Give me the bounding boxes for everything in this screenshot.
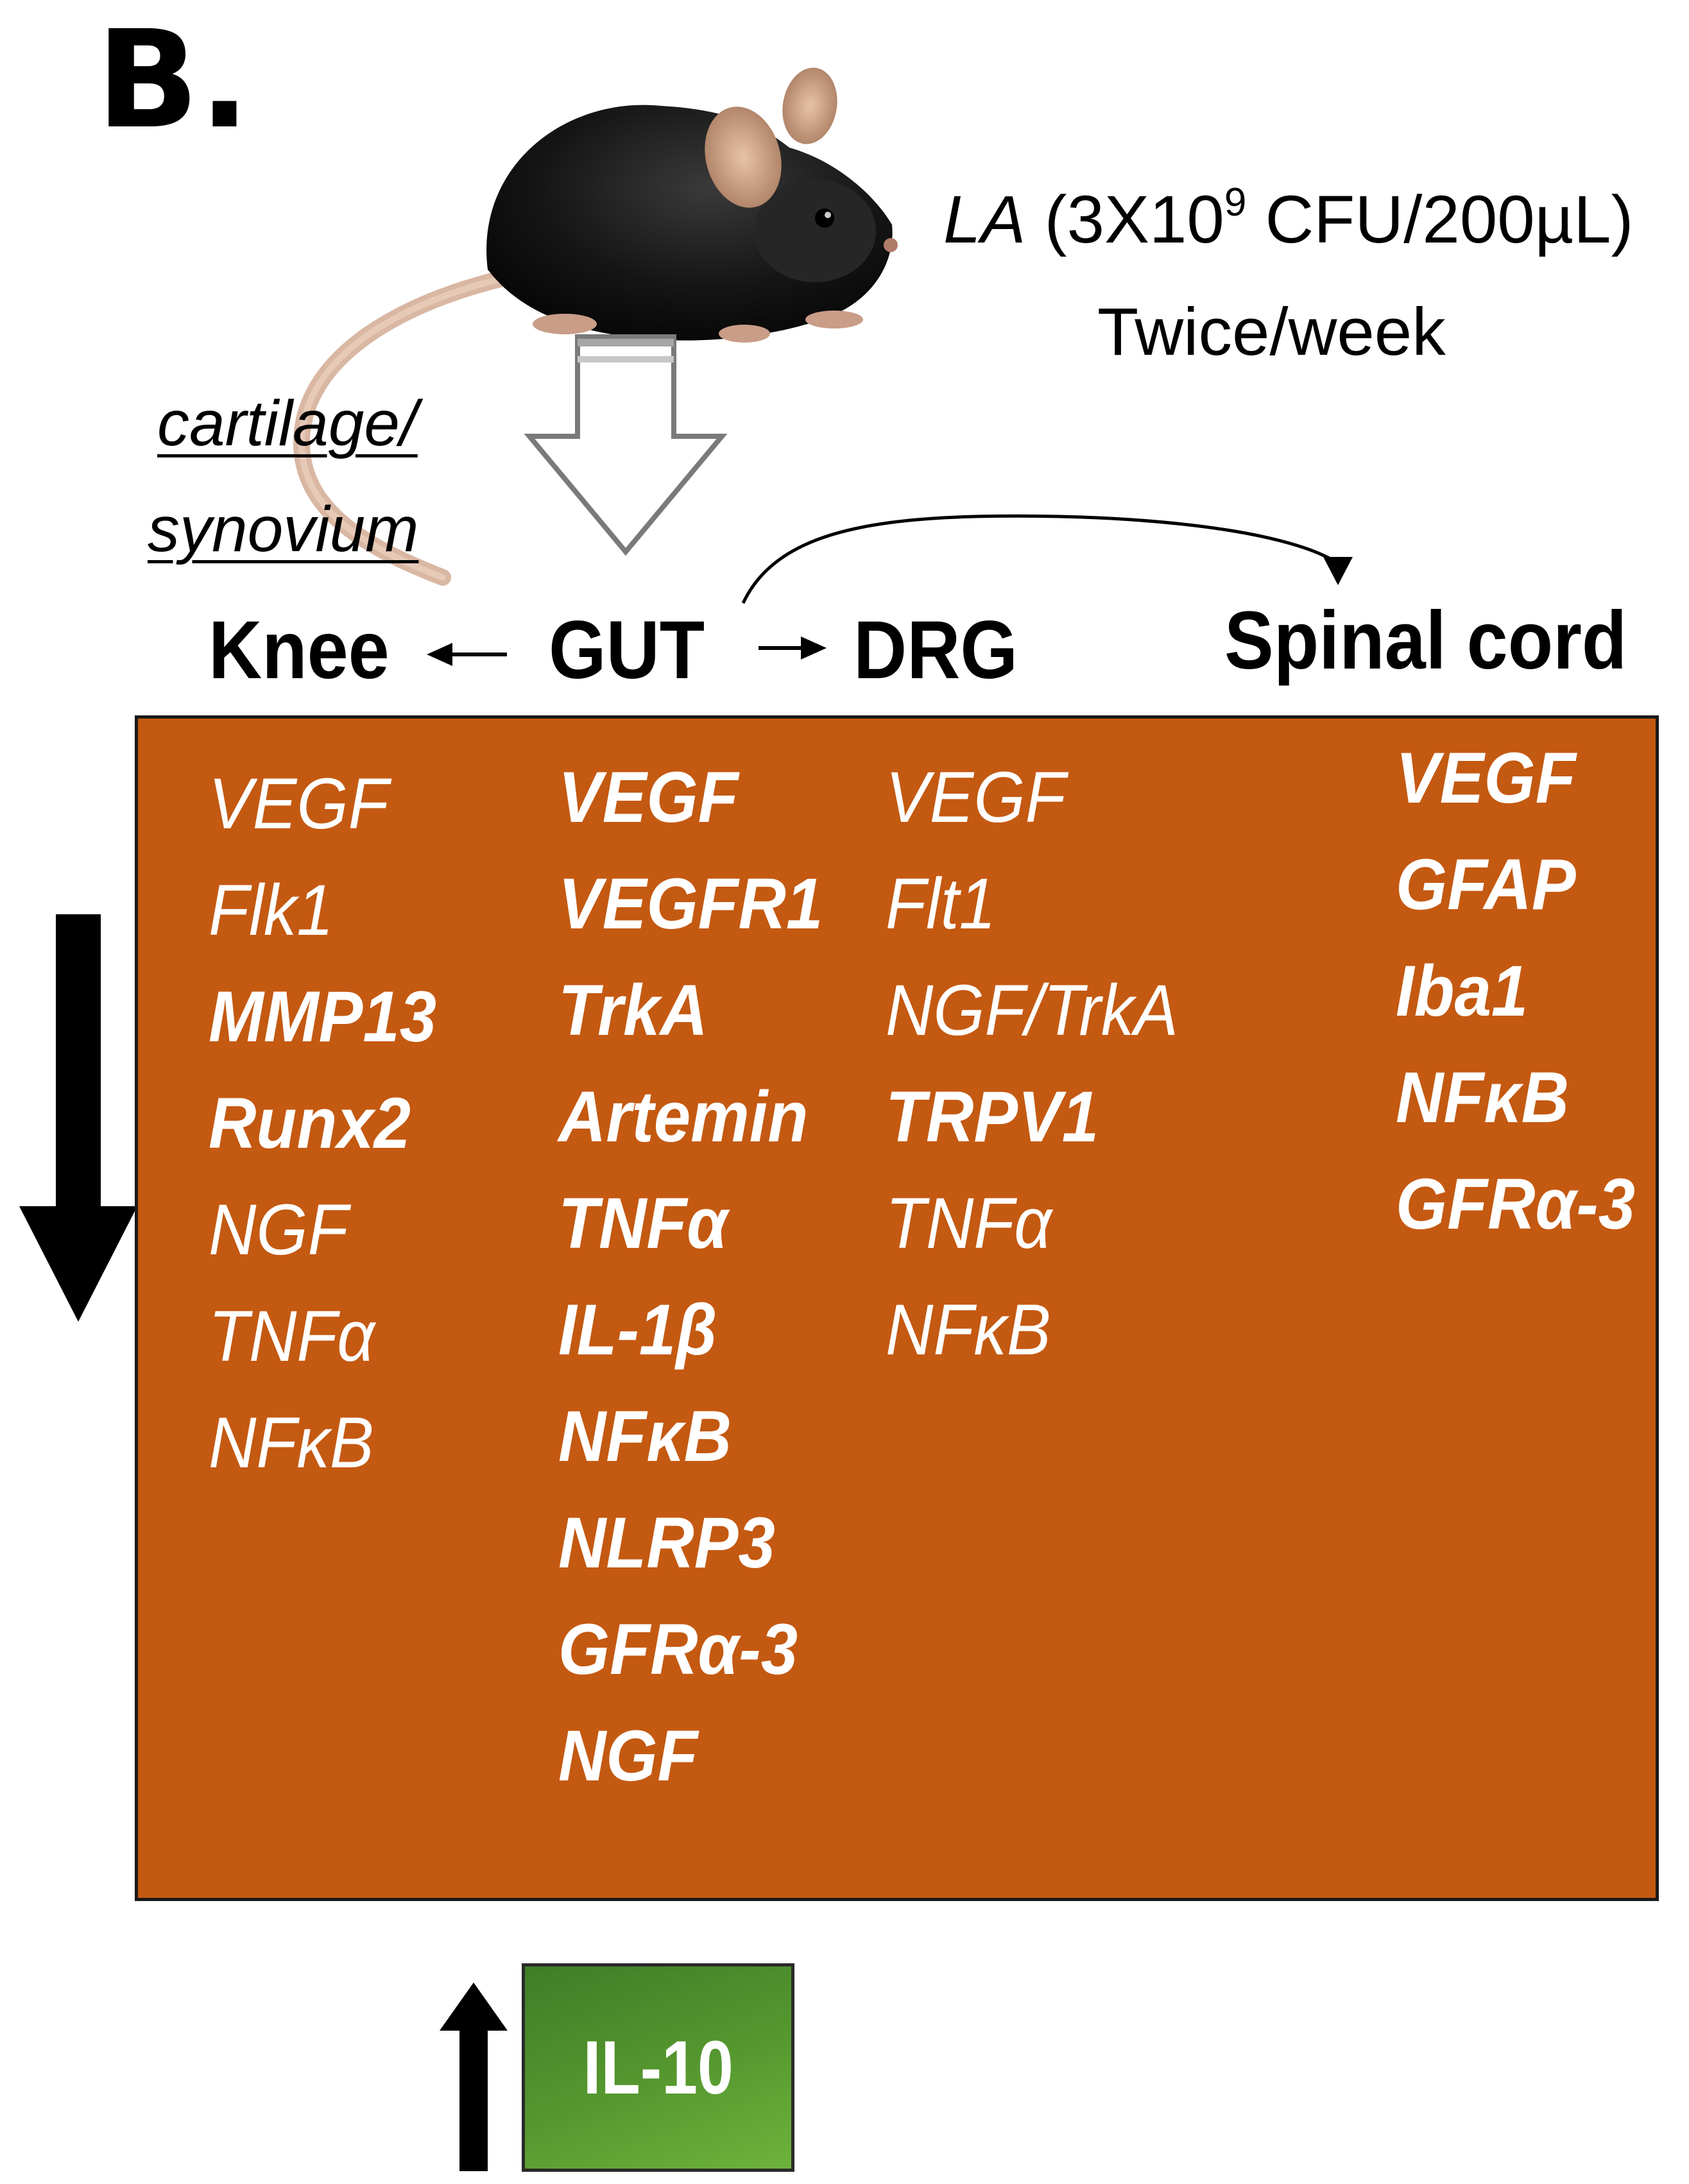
marker-gut: IL-1β xyxy=(558,1290,717,1370)
marker-spinal-cord: Iba1 xyxy=(1396,951,1529,1031)
hollow-down-arrow xyxy=(524,334,728,556)
treatment-agent: LA xyxy=(943,182,1026,257)
site-knee-label: Knee xyxy=(209,604,390,696)
marker-gut: VEGF xyxy=(558,757,739,837)
marker-gut: NLRP3 xyxy=(558,1503,775,1583)
marker-knee: NFκB xyxy=(209,1403,374,1483)
marker-knee: Flk1 xyxy=(209,870,334,950)
increased-marker-box: IL-10 xyxy=(522,1963,794,2172)
marker-spinal-cord: GFRα-3 xyxy=(1396,1164,1636,1244)
mouse-illustration xyxy=(293,67,898,586)
il10-label: IL-10 xyxy=(583,2025,733,2110)
site-spinal-cord-label: Spinal cord xyxy=(1224,595,1627,687)
marker-gut: VEGFR1 xyxy=(558,864,823,944)
marker-knee: Runx2 xyxy=(209,1083,411,1163)
marker-drg: Flt1 xyxy=(886,864,996,944)
treatment-dose: LA (3X109 CFU/200µL) xyxy=(943,183,1633,254)
dose-prefix: (3X10 xyxy=(1025,182,1224,257)
site-gut-label: GUT xyxy=(549,604,705,696)
mouse-ear xyxy=(782,67,837,144)
marker-drg: TNFα xyxy=(886,1183,1052,1263)
marker-gut: TNFα xyxy=(558,1183,728,1263)
marker-gut: Artemin xyxy=(558,1077,809,1157)
dose-suffix: CFU/200µL) xyxy=(1246,182,1634,257)
marker-drg: NFκB xyxy=(886,1290,1051,1370)
marker-spinal-cord: GFAP xyxy=(1396,844,1576,925)
arrow-gut-to-spinal-cord xyxy=(741,514,1353,604)
dose-exponent: 9 xyxy=(1224,180,1247,225)
marker-drg: NGF/TrkA xyxy=(886,970,1178,1050)
increase-arrow-icon xyxy=(440,1983,508,2171)
arrow-gut-to-drg xyxy=(759,636,827,660)
marker-gut: NGF xyxy=(558,1716,698,1796)
marker-spinal-cord: VEGF xyxy=(1396,738,1576,818)
marker-knee: MMP13 xyxy=(209,977,437,1057)
marker-drg: TRPV1 xyxy=(886,1077,1099,1157)
decrease-arrow-icon xyxy=(19,914,137,1322)
marker-knee: VEGF xyxy=(209,764,389,844)
treatment-frequency: Twice/week xyxy=(1097,294,1446,370)
panel-label: B. xyxy=(96,1,250,158)
site-drg-label: DRG xyxy=(853,604,1018,696)
marker-spinal-cord: NFκB xyxy=(1396,1057,1570,1138)
mouse-body xyxy=(486,105,893,341)
mouse-eye xyxy=(815,209,834,228)
cartilage-label: cartilage/ xyxy=(157,388,418,459)
marker-drg: VEGF xyxy=(886,757,1066,837)
marker-gut: TrkA xyxy=(558,970,708,1050)
marker-knee: TNFα xyxy=(209,1296,375,1376)
marker-knee: NGF xyxy=(209,1190,348,1270)
arrow-gut-to-knee xyxy=(427,643,507,666)
mouse-ear xyxy=(705,107,782,208)
marker-gut: NFκB xyxy=(558,1396,732,1476)
marker-gut: GFRα-3 xyxy=(558,1609,798,1689)
synovium-label: synovium xyxy=(148,493,419,565)
